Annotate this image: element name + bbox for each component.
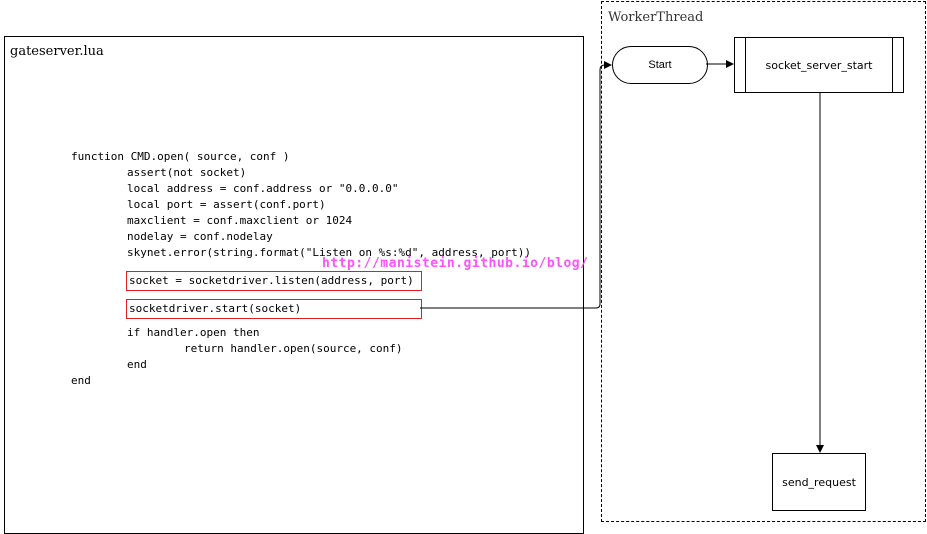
- code-line-maxclient: maxclient = conf.maxclient or 1024: [127, 214, 353, 227]
- code-line-address: local address = conf.address or "0.0.0.0…: [127, 182, 399, 195]
- code-line-nodelay: nodelay = conf.nodelay: [127, 230, 273, 243]
- socket-server-start-node: socket_server_start: [734, 37, 904, 93]
- code-line-end-inner: end: [127, 358, 147, 371]
- start-node: Start: [612, 46, 708, 84]
- worker-thread-title: WorkerThread: [608, 10, 704, 25]
- watermark-url: http://manistein.github.io/blog/: [322, 256, 589, 271]
- code-line-end-outer: end: [71, 374, 91, 387]
- highlight-listen: [126, 271, 422, 291]
- gateserver-title: gateserver.lua: [10, 44, 104, 59]
- worker-thread-panel: [601, 1, 926, 522]
- code-line-return: return handler.open(source, conf): [184, 342, 403, 355]
- code-line-if-handler: if handler.open then: [127, 326, 260, 339]
- edge-start-call-to-start-node: [420, 61, 612, 309]
- send-request-node: send_request: [772, 453, 866, 511]
- code-line-listen: socket = socketdriver.listen(address, po…: [129, 274, 414, 287]
- code-line-assert: assert(not socket): [127, 166, 247, 179]
- socket-server-start-label: socket_server_start: [765, 58, 873, 72]
- code-line-function: function CMD.open( source, conf ): [71, 150, 290, 163]
- highlight-start: [126, 299, 422, 319]
- code-line-port: local port = assert(conf.port): [127, 198, 326, 211]
- code-line-start: socketdriver.start(socket): [129, 302, 302, 315]
- code-line-skynet-error: skynet.error(string.format("Listen on %s…: [127, 246, 531, 259]
